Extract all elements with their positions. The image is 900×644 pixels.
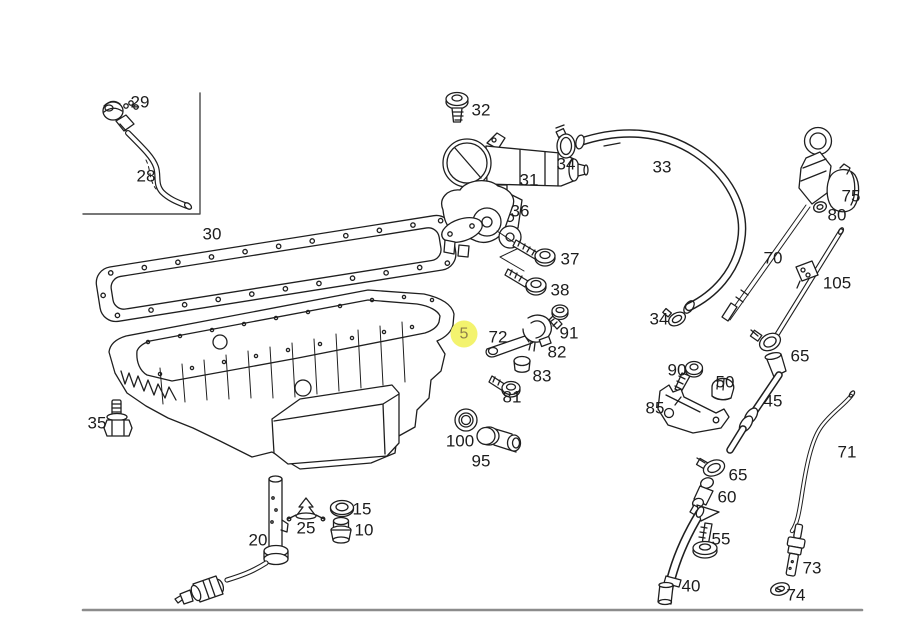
part-label-34a[interactable]: 34	[556, 154, 576, 174]
part-label-74[interactable]: 74	[786, 585, 806, 605]
part-label-65a[interactable]: 65	[790, 346, 810, 366]
bolt-37-drawing	[512, 239, 556, 267]
hose-clamp-34b-drawing	[662, 307, 687, 327]
seal-100-drawing	[454, 408, 478, 432]
part-label-55[interactable]: 55	[711, 529, 731, 549]
drain-plug-drawing	[103, 399, 133, 437]
filler-tube-drawing	[115, 114, 193, 210]
part-label-72[interactable]: 72	[488, 327, 508, 347]
part-label-45[interactable]: 45	[763, 391, 783, 411]
bracket-36-drawing	[441, 180, 525, 272]
part-label-50[interactable]: 50	[715, 372, 735, 392]
part-label-37[interactable]: 37	[560, 249, 580, 269]
bolt-91-drawing	[548, 304, 569, 330]
part-label-40[interactable]: 40	[681, 576, 701, 596]
part-label-36[interactable]: 36	[510, 201, 530, 221]
probe-73-drawing	[785, 523, 806, 577]
part-label-82[interactable]: 82	[547, 342, 567, 362]
clamp-65b-drawing	[695, 457, 726, 477]
part-label-83[interactable]: 83	[532, 366, 552, 386]
cap-75-drawing	[826, 163, 860, 213]
part-label-35[interactable]: 35	[87, 413, 107, 433]
bolt-90-drawing	[674, 360, 704, 393]
inset-frame	[82, 92, 201, 215]
part-label-65b[interactable]: 65	[728, 465, 748, 485]
clamp-82-drawing	[522, 314, 553, 352]
part-label-25[interactable]: 25	[296, 518, 316, 538]
sleeve-83-drawing	[513, 355, 531, 373]
part-label-105[interactable]: 105	[822, 273, 852, 293]
part-label-95[interactable]: 95	[471, 451, 491, 471]
part-label-85[interactable]: 85	[645, 398, 665, 418]
part-label-5[interactable]: 5	[450, 320, 478, 348]
part-label-33[interactable]: 33	[652, 157, 672, 177]
part-label-71[interactable]: 71	[837, 442, 857, 462]
tube-40-drawing	[657, 504, 720, 606]
bolt-81-drawing	[488, 375, 521, 398]
part-label-91[interactable]: 91	[559, 323, 579, 343]
part-label-10[interactable]: 10	[354, 520, 374, 540]
part-label-81[interactable]: 81	[502, 387, 522, 407]
cap-50-drawing	[711, 377, 735, 401]
part-label-30[interactable]: 30	[202, 224, 222, 244]
part-label-34b[interactable]: 34	[649, 309, 669, 329]
part-label-28[interactable]: 28	[136, 166, 156, 186]
clamp-65a-drawing	[749, 329, 782, 352]
bolt-32-drawing	[445, 91, 469, 123]
oil-level-sensor-drawing	[174, 475, 289, 605]
oil-pan-drawing	[108, 289, 455, 470]
part-label-80[interactable]: 80	[827, 205, 847, 225]
part-label-73[interactable]: 73	[802, 558, 822, 578]
part-label-100[interactable]: 100	[445, 431, 475, 451]
washer-15-drawing	[329, 499, 355, 518]
hose-71-drawing	[789, 390, 856, 534]
part-label-75[interactable]: 75	[841, 186, 861, 206]
hose-clamp-34a-drawing	[555, 124, 576, 159]
dipstick-drawing	[721, 126, 833, 322]
bolt-55-drawing	[692, 522, 718, 559]
hose-33-drawing	[575, 129, 747, 314]
part-label-70[interactable]: 70	[763, 248, 783, 268]
part-label-38[interactable]: 38	[550, 280, 570, 300]
part-label-32[interactable]: 32	[471, 100, 491, 120]
filler-cap-drawing	[102, 100, 139, 121]
seal-80-drawing	[812, 201, 828, 213]
clip-25-drawing	[286, 497, 326, 522]
part-label-90[interactable]: 90	[667, 360, 687, 380]
part-label-15[interactable]: 15	[352, 499, 372, 519]
part-label-60[interactable]: 60	[717, 487, 737, 507]
plug-10-drawing	[330, 516, 352, 544]
guide-tube-45-drawing	[726, 351, 787, 454]
seal-74-drawing	[770, 582, 790, 596]
part-label-20[interactable]: 20	[248, 530, 268, 550]
part-label-29[interactable]: 29	[130, 92, 150, 112]
gasket-drawing	[95, 214, 457, 323]
bolt-38-drawing	[504, 268, 547, 296]
part-label-31[interactable]: 31	[519, 170, 539, 190]
plug-95-drawing	[476, 426, 522, 453]
bracket-85-drawing	[657, 384, 730, 434]
filler-neck-drawing	[442, 132, 589, 239]
